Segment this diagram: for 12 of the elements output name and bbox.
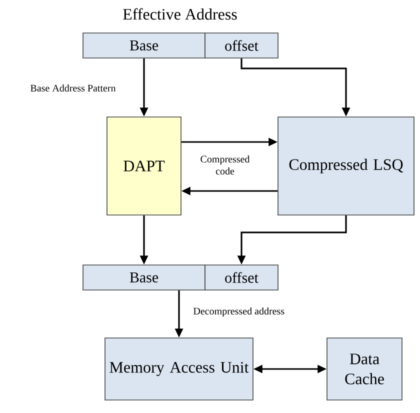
edge-label: Compressed code — [195, 154, 255, 176]
process-box: Memory Access Unit — [104, 338, 254, 400]
field-box: Base — [82, 32, 206, 58]
edge-label: Base Address Pattern — [29, 83, 117, 93]
process-box: Compressed LSQ — [278, 116, 414, 216]
process-box: Data Cache — [326, 338, 402, 400]
process-box: DAPT — [106, 116, 182, 216]
field-box: offset — [204, 32, 278, 58]
edge-label: Decompressed address — [192, 306, 286, 318]
field-box: Base — [82, 264, 206, 290]
field-box: offset — [204, 264, 278, 290]
title: Effective Address — [123, 8, 237, 20]
